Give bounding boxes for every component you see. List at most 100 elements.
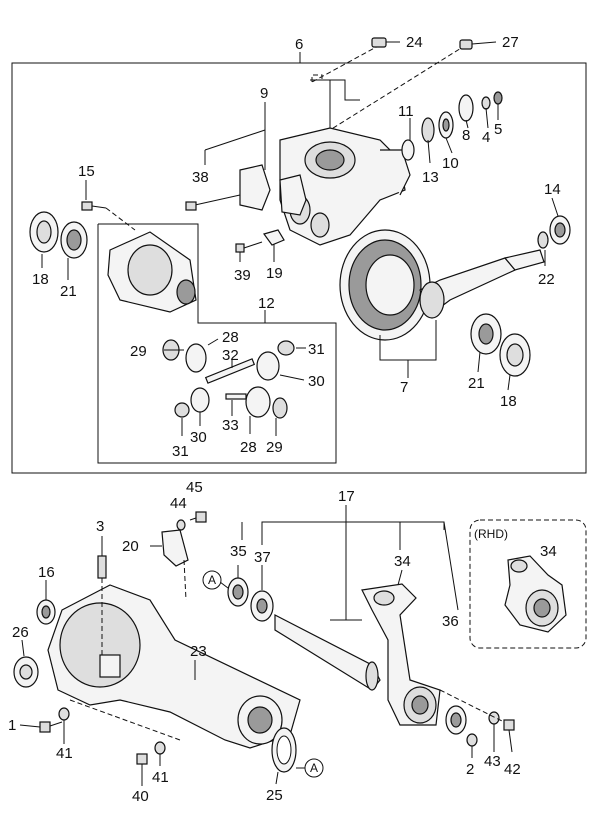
knuckle-34: [361, 583, 441, 726]
washer-44: [176, 519, 186, 531]
pinion-gear: [419, 249, 545, 319]
callout-3: 3: [96, 518, 104, 535]
seal-36: [445, 705, 467, 735]
bolt-24: [371, 37, 400, 48]
bearing-21-right: [470, 313, 502, 355]
callout-10: 10: [442, 155, 459, 172]
callout-4: 4: [482, 129, 490, 146]
callout-38: 38: [192, 169, 209, 186]
differential-case: [107, 231, 197, 313]
rhd-inset-frame: [469, 519, 587, 649]
callout-31-top: 31: [308, 341, 325, 358]
callout-13: 13: [422, 169, 439, 186]
rhd-label: (RHD): [474, 527, 508, 541]
bolt-27-axis: [329, 44, 467, 131]
callout-21-right: 21: [468, 375, 485, 392]
washer-43: [488, 711, 500, 725]
gasket-25: [271, 727, 297, 773]
seal-16: [36, 599, 56, 625]
seal-26: [13, 656, 39, 688]
callout-11: 11: [398, 103, 414, 120]
callout-40: 40: [132, 788, 149, 805]
bearing-35: [227, 577, 249, 607]
callout-28-bottom: 28: [240, 439, 257, 456]
callout-20: 20: [122, 538, 139, 555]
washer-41-left: [58, 707, 70, 721]
bearing-21-left: [60, 221, 88, 259]
callout-17: 17: [338, 488, 355, 505]
ref-a-right-text: A: [310, 761, 318, 775]
callout-41-left: 41: [56, 745, 73, 762]
differential-carrier: [279, 127, 411, 246]
callout-23: 23: [190, 643, 207, 660]
callout-2: 2: [466, 761, 474, 778]
callout-34-rhd: 34: [540, 543, 557, 560]
bracket-20: [161, 529, 189, 567]
bearing-14: [549, 215, 571, 245]
washer-2: [466, 733, 478, 747]
callout-15: 15: [78, 163, 95, 180]
callout-21-left: 21: [60, 283, 77, 300]
callout-22: 22: [538, 271, 555, 288]
breather-3: [97, 555, 107, 579]
callout-29-top: 29: [130, 343, 147, 360]
callout-5: 5: [494, 121, 502, 138]
callout-35: 35: [230, 543, 247, 560]
bolt-39: [235, 241, 263, 253]
callout-8: 8: [462, 127, 470, 144]
bearing-37: [250, 590, 274, 622]
shim-22: [537, 231, 549, 249]
callout-18-right: 18: [500, 393, 517, 410]
callout-43: 43: [484, 753, 501, 770]
bearing-caps: [239, 164, 307, 216]
callout-42: 42: [504, 761, 521, 778]
ref-marker-a-right: [304, 758, 324, 778]
callout-33: 33: [222, 417, 239, 434]
axle-housing: [47, 584, 301, 749]
callout-29-bottom: 29: [266, 439, 283, 456]
callout-9: 9: [260, 85, 268, 102]
lock-plate-19: [263, 229, 285, 246]
bearing-18-right: [499, 333, 531, 377]
callout-32: 32: [222, 347, 239, 364]
bolt-1: [39, 721, 63, 733]
callout-36: 36: [442, 613, 459, 630]
bolt-42: [503, 719, 515, 753]
callout-25: 25: [266, 787, 283, 804]
callout-16: 16: [38, 564, 55, 581]
knuckle-34-rhd: [504, 555, 567, 633]
callout-7: 7: [400, 379, 408, 396]
washer-41-right: [154, 741, 166, 755]
callout-19: 19: [266, 265, 283, 282]
bolt-27: [459, 39, 497, 50]
callout-34: 34: [394, 553, 411, 570]
callout-28-top: 28: [222, 329, 239, 346]
upper-assembly-frame: [11, 62, 587, 474]
diff-internal-parts: [162, 339, 295, 419]
axle-shaft: [274, 614, 381, 691]
callout-39: 39: [234, 267, 251, 284]
bearing-18-left: [29, 211, 59, 253]
pinion-stack: [401, 91, 503, 161]
bolt-24-axis: [311, 44, 381, 83]
callout-24: 24: [406, 34, 423, 51]
bolt-38: [185, 194, 241, 211]
differential-subframe: [97, 223, 337, 464]
ring-gear: [339, 229, 431, 341]
callout-30-right: 30: [308, 373, 325, 390]
callout-6: 6: [295, 36, 303, 53]
bolt-15: [81, 201, 107, 211]
bolt-45: [189, 511, 207, 523]
callout-45: 45: [186, 479, 203, 496]
bolt-40: [136, 753, 148, 786]
callout-30-bottom: 30: [190, 429, 207, 446]
callout-44: 44: [170, 495, 187, 512]
callout-31-bottom: 31: [172, 443, 189, 460]
callout-1: 1: [8, 717, 16, 734]
ref-marker-a-left: [202, 570, 222, 590]
callout-18-left: 18: [32, 271, 49, 288]
callout-41-right: 41: [152, 769, 169, 786]
callout-26: 26: [12, 624, 29, 641]
